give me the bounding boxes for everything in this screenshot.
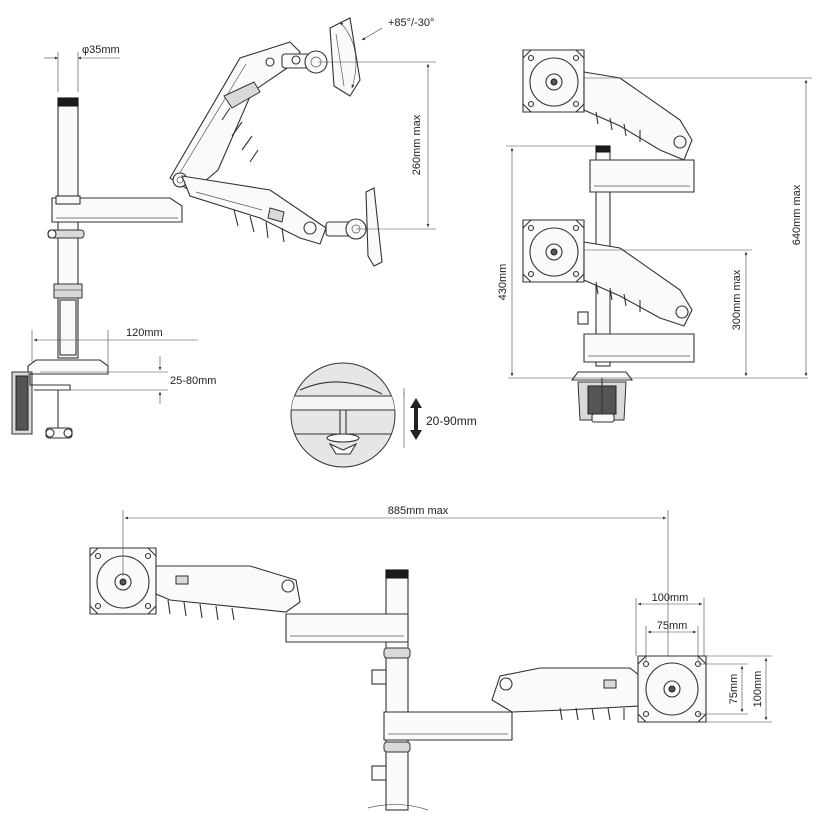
reach-view: 885mm max 100mm 75mm 75mm 100mm bbox=[89, 505, 772, 811]
upper-stacked-arm bbox=[583, 71, 695, 193]
vesa-small-horizontal-label: 75mm bbox=[657, 620, 688, 632]
side-view: φ35mm +85°/-30° 260mm max 120mm bbox=[11, 17, 436, 439]
vesa-large-vertical-dimension: 100mm bbox=[706, 655, 772, 723]
stacked-view-clamp bbox=[570, 371, 634, 423]
left-vesa-plate bbox=[89, 547, 157, 615]
desk-thickness-dimension: 25-80mm bbox=[40, 356, 216, 404]
clamp-offset-dimension: 120mm bbox=[31, 327, 198, 372]
vesa-large-horizontal-dimension: 100mm bbox=[635, 592, 705, 656]
side-view-upper-arm bbox=[169, 17, 361, 193]
side-view-pole bbox=[53, 97, 83, 359]
grommet-thickness-dimension: 20-90mm bbox=[403, 388, 477, 448]
grommet-inset: 20-90mm bbox=[290, 362, 477, 468]
total-reach-dimension: 885mm max bbox=[122, 505, 669, 656]
side-view-lower-arm bbox=[181, 175, 383, 267]
desk-thickness-label: 25-80mm bbox=[170, 375, 216, 387]
pole-diameter-dimension: φ35mm bbox=[44, 44, 120, 92]
vesa-small-horizontal-dimension: 75mm bbox=[645, 620, 699, 662]
total-height-label: 640mm max bbox=[791, 184, 803, 245]
pole-height-label: 430mm bbox=[497, 264, 509, 301]
tilt-range-dimension: +85°/-30° bbox=[339, 17, 434, 89]
pole-diameter-label: φ35mm bbox=[82, 44, 120, 56]
tilt-range-label: +85°/-30° bbox=[388, 17, 434, 29]
right-arm bbox=[383, 667, 641, 741]
vesa-large-vertical-label: 100mm bbox=[752, 671, 764, 708]
clamp-offset-label: 120mm bbox=[126, 327, 163, 339]
reach-view-pole bbox=[367, 569, 429, 811]
total-reach-label: 885mm max bbox=[388, 505, 449, 517]
grommet-thickness-label: 20-90mm bbox=[426, 414, 477, 428]
height-260-dimension: 260mm max bbox=[318, 61, 436, 230]
height-260-label: 260mm max bbox=[411, 114, 423, 175]
lower-height-dimension: 300mm max bbox=[584, 249, 752, 377]
vesa-small-vertical-label: 75mm bbox=[728, 674, 740, 705]
stacked-view: 640mm max 430mm 300mm max bbox=[497, 49, 812, 423]
total-height-dimension: 640mm max bbox=[584, 77, 812, 377]
lower-stacked-arm bbox=[583, 241, 695, 363]
lower-height-label: 300mm max bbox=[731, 269, 743, 330]
right-vesa-plate bbox=[637, 655, 707, 723]
side-view-base-arm bbox=[47, 195, 183, 239]
upper-vesa-plate bbox=[522, 49, 585, 113]
lower-vesa-plate bbox=[522, 219, 585, 283]
left-arm bbox=[155, 565, 409, 643]
pole-height-dimension: 430mm bbox=[497, 145, 596, 377]
vesa-small-vertical-dimension: 75mm bbox=[698, 663, 748, 715]
side-view-clamp bbox=[11, 359, 109, 439]
vesa-large-horizontal-label: 100mm bbox=[652, 592, 689, 604]
